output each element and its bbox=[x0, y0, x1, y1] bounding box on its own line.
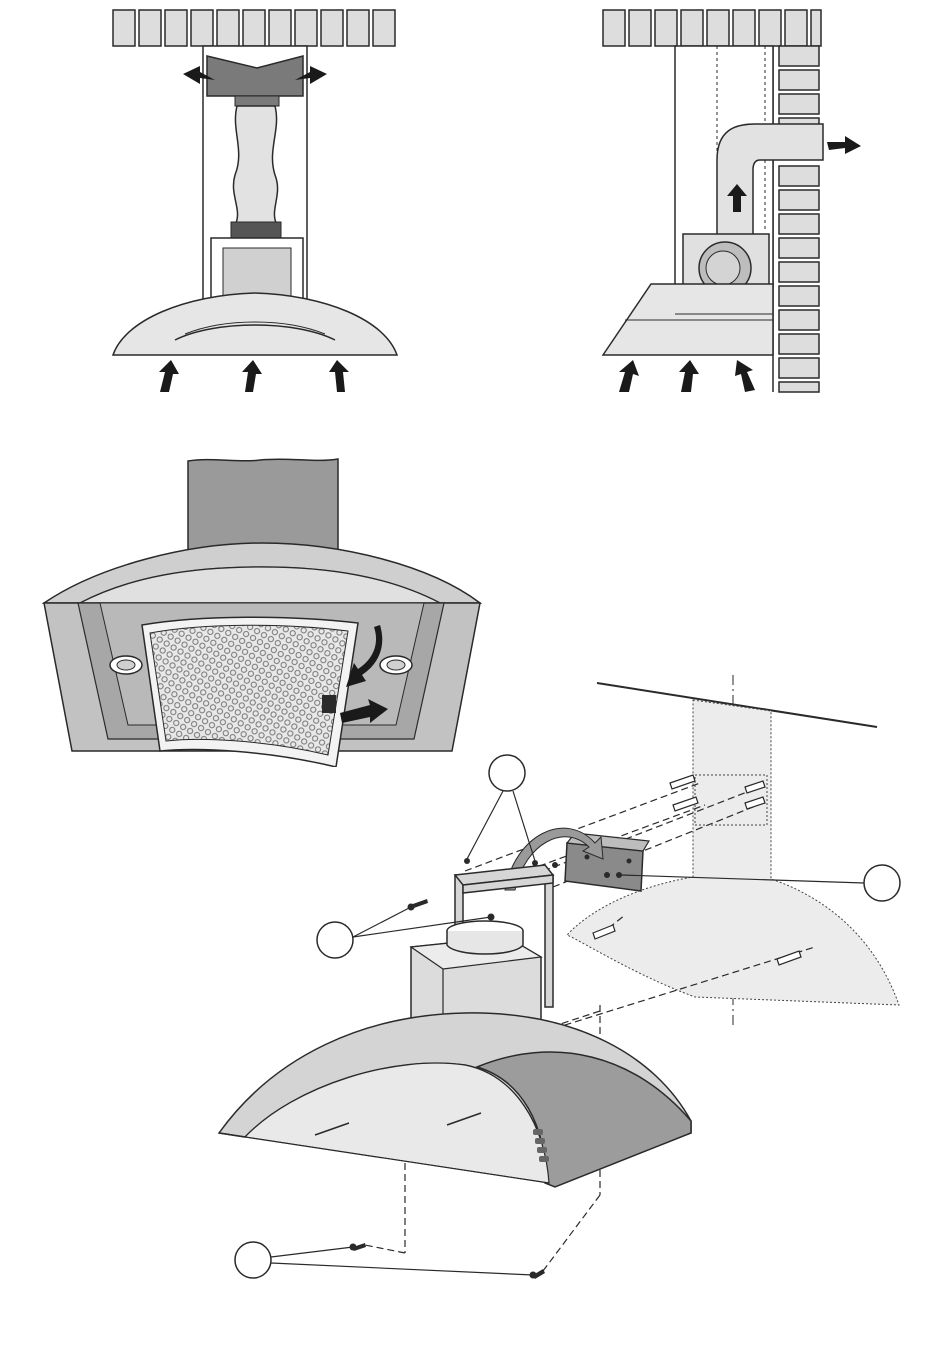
duct-collar bbox=[231, 222, 281, 238]
wall-bracket bbox=[565, 833, 649, 891]
intake-arrows bbox=[619, 360, 755, 392]
motor-block bbox=[223, 248, 291, 296]
figure-ducted-exhaust-drawing bbox=[595, 0, 880, 400]
blower-hub bbox=[706, 251, 740, 285]
wall-bricks bbox=[779, 46, 819, 392]
figure-recirculation bbox=[105, 0, 405, 400]
figure-recirculation-drawing bbox=[105, 0, 405, 400]
callout-circle-top bbox=[489, 755, 525, 791]
figure-installation-drawing bbox=[215, 675, 905, 1305]
figure-ducted-exhaust bbox=[595, 0, 880, 400]
intake-arrows bbox=[159, 360, 349, 392]
ceiling-bricks bbox=[603, 10, 821, 46]
figure-installation bbox=[215, 675, 905, 1305]
hood-canopy bbox=[113, 293, 397, 355]
flexible-duct bbox=[233, 106, 277, 225]
deflector-collar bbox=[235, 96, 279, 106]
outlet-collar bbox=[447, 931, 523, 954]
callout-circle-left bbox=[317, 922, 353, 958]
callout-circle-right bbox=[864, 865, 900, 901]
callout-circle-bottom bbox=[235, 1242, 271, 1278]
ceiling-bricks bbox=[113, 10, 395, 46]
